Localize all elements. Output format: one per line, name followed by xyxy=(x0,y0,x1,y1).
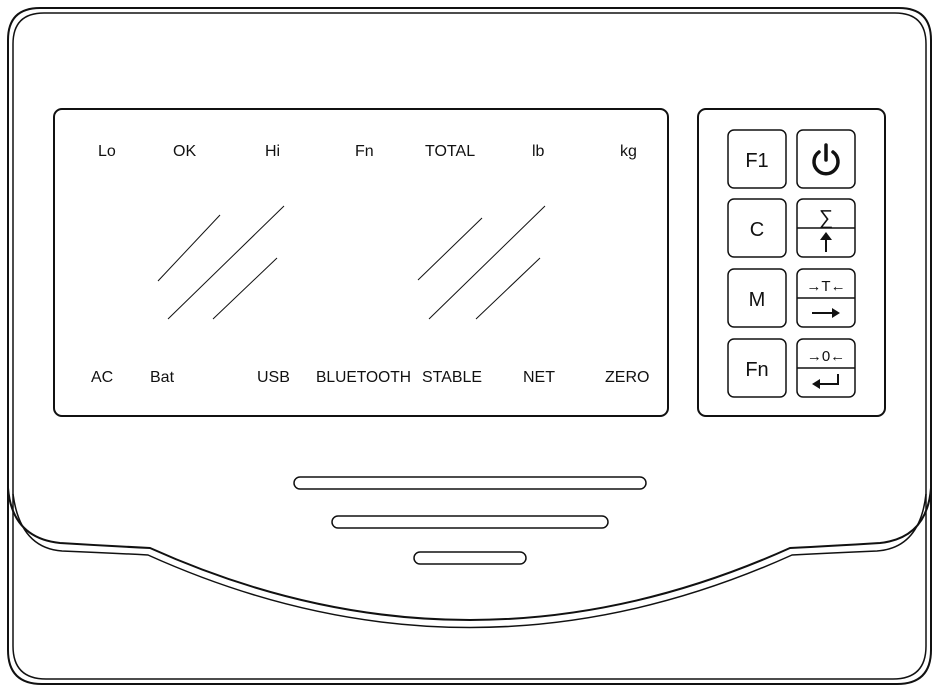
lcd-label-usb: USB xyxy=(257,369,290,386)
lcd-label-stable: STABLE xyxy=(422,369,482,386)
tare-symbol: →T← xyxy=(806,278,845,295)
face-panel-edge-inner xyxy=(12,493,927,629)
lcd-display xyxy=(53,108,669,417)
arrow-right-icon xyxy=(812,308,840,318)
sum-up-button[interactable]: ∑ xyxy=(796,198,856,258)
sum-symbol: ∑ xyxy=(819,207,833,229)
lcd-label-ok: OK xyxy=(173,143,196,160)
zero-enter-button[interactable]: →0← xyxy=(796,338,856,398)
arrow-up-icon xyxy=(820,232,832,252)
vent-slot-middle xyxy=(331,515,609,529)
svg-text:C: C xyxy=(750,219,764,241)
lcd-label-zero: ZERO xyxy=(605,369,649,386)
outer-housing xyxy=(7,7,932,685)
glass-reflection-left xyxy=(157,205,285,320)
glass-reflection-right xyxy=(417,205,546,320)
svg-text:M: M xyxy=(749,289,766,311)
keypad-panel xyxy=(697,108,886,417)
lcd-label-lo: Lo xyxy=(98,143,116,160)
c-button[interactable]: C xyxy=(727,198,787,258)
power-icon xyxy=(812,143,840,176)
f1-button[interactable]: F1 xyxy=(727,129,787,189)
face-panel-edge xyxy=(7,487,932,621)
vent-slot-top xyxy=(293,476,647,490)
svg-text:Fn: Fn xyxy=(745,359,768,381)
lcd-label-ac: AC xyxy=(91,369,113,386)
power-button[interactable] xyxy=(796,129,856,189)
fn-button[interactable]: Fn xyxy=(727,338,787,398)
lcd-label-lb: lb xyxy=(532,143,545,160)
outer-housing-inner xyxy=(12,12,927,680)
lcd-label-fn: Fn xyxy=(355,143,374,160)
enter-icon xyxy=(812,374,839,389)
vent-slot-bottom xyxy=(413,551,527,565)
zero-symbol: →0← xyxy=(807,348,845,365)
lcd-label-net: NET xyxy=(523,369,555,386)
lcd-label-bluetooth: BLUETOOTH xyxy=(316,369,411,386)
lcd-label-kg: kg xyxy=(620,143,637,160)
m-button[interactable]: M xyxy=(727,268,787,328)
lcd-label-total: TOTAL xyxy=(425,143,475,160)
lcd-label-bat: Bat xyxy=(150,369,175,386)
lcd-label-hi: Hi xyxy=(265,143,280,160)
tare-right-button[interactable]: →T← xyxy=(796,268,856,328)
svg-text:F1: F1 xyxy=(745,150,768,172)
